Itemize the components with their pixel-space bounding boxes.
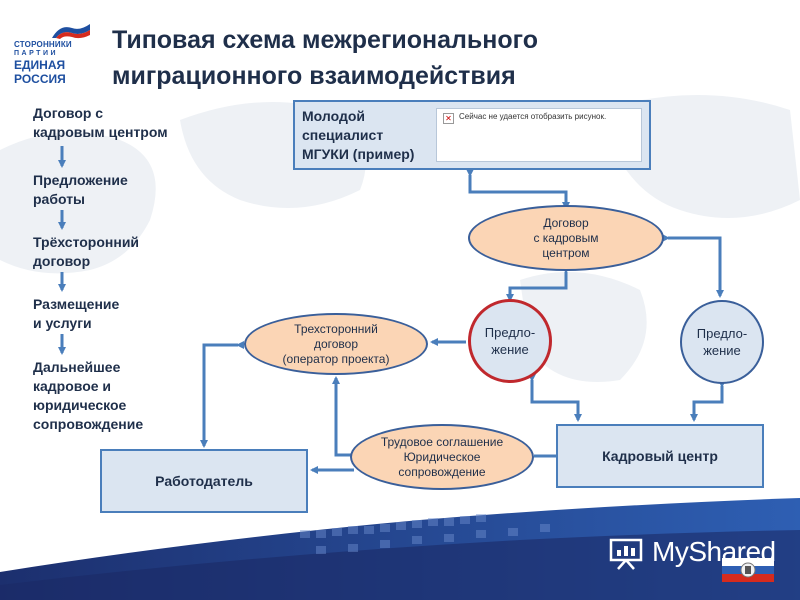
link-tripartite-employer: [200, 341, 244, 448]
offer-circle-right: Предло- жение: [680, 300, 764, 384]
circle-text: жение: [703, 343, 741, 358]
link-labor-tripartite: [332, 376, 354, 457]
employer-label: Работодатель: [155, 473, 253, 489]
contract-center-ellipse: Договор с кадровым центром: [468, 205, 664, 271]
broken-image-icon: ✕: [443, 113, 454, 124]
offer-circle-left: Предло- жение: [468, 299, 552, 383]
step-support: Дальнейшее кадровое и юридическое сопров…: [33, 358, 183, 434]
specialist-text: МГУКИ (пример): [302, 146, 415, 162]
page-title: Типовая схема межрегионального миграцион…: [112, 22, 672, 94]
step-text: Размещение: [33, 296, 120, 312]
step-text: Договор с: [33, 105, 104, 121]
circle-text: Предло-: [484, 325, 536, 340]
step-text: договор: [33, 253, 91, 269]
step-text: кадровое и: [33, 378, 112, 394]
party-logo: СТОРОННИКИ ПАРТИИ ЕДИНАЯ РОССИЯ: [14, 22, 92, 88]
ellipse-text: Договор: [543, 215, 589, 230]
step-text: работы: [33, 191, 86, 207]
step-text: сопровождение: [33, 416, 144, 432]
step-offer: Предложение работы: [33, 171, 183, 209]
labor-ellipse: Трудовое соглашение Юридическое сопровож…: [350, 424, 534, 490]
ellipse-text: договор: [313, 336, 359, 351]
specialist-text: специалист: [302, 127, 384, 143]
step-text: и услуги: [33, 315, 92, 331]
link-specialist-contract: [466, 169, 570, 210]
image-error-text: Сейчас не удается отобразить рисунок.: [459, 112, 607, 121]
logo-line1: СТОРОННИКИ: [14, 40, 72, 49]
logo-line3: ЕДИНАЯ: [14, 58, 66, 72]
step-text: Трёхсторонний: [33, 234, 140, 250]
step-text: Дальнейшее: [33, 359, 121, 375]
circle-text: Предло-: [696, 326, 748, 341]
employer-box: Работодатель: [100, 449, 308, 513]
hr-center-box: Кадровый центр: [556, 424, 764, 488]
link-contract-offer-right: [662, 234, 724, 298]
presentation-icon: [609, 538, 643, 570]
ellipse-text: центром: [542, 245, 590, 260]
bottom-pattern: [300, 514, 550, 554]
step-text: юридическое: [33, 397, 127, 413]
ellipse-text: Трудовое соглашение: [380, 434, 504, 449]
ellipse-text: сопровождение: [398, 464, 486, 479]
tripartite-ellipse: Трехсторонний договор (оператор проекта): [244, 313, 428, 375]
logo-line2: ПАРТИИ: [14, 50, 59, 57]
specialist-label: Молодой специалист МГУКИ (пример): [302, 107, 414, 164]
flag-icon: [52, 24, 90, 39]
step-placement: Размещение и услуги: [33, 295, 183, 333]
link-offer-right-hr: [690, 380, 726, 422]
ellipse-text: с кадровым: [533, 230, 599, 245]
specialist-text: Молодой: [302, 108, 365, 124]
step-text: Предложение: [33, 172, 128, 188]
link-contract-offer-left: [506, 266, 570, 302]
step-contract: Договор с кадровым центром: [33, 104, 183, 142]
step-tripartite: Трёхсторонний договор: [33, 233, 183, 271]
image-placeholder: ✕ Сейчас не удается отобразить рисунок.: [436, 108, 642, 162]
ellipse-text: Трехсторонний: [294, 321, 378, 336]
link-offer-hr: [528, 374, 582, 422]
ellipse-text: (оператор проекта): [282, 351, 390, 366]
circle-text: жение: [491, 342, 529, 357]
emblem-flag-icon: [722, 558, 774, 582]
logo-line4: РОССИЯ: [14, 72, 66, 86]
step-text: кадровым центром: [33, 124, 168, 140]
hr-center-label: Кадровый центр: [602, 448, 718, 464]
ellipse-text: Юридическое: [403, 449, 481, 464]
title-line2: миграционного взаимодействия: [112, 62, 516, 90]
title-line1: Типовая схема межрегионального: [112, 26, 538, 54]
